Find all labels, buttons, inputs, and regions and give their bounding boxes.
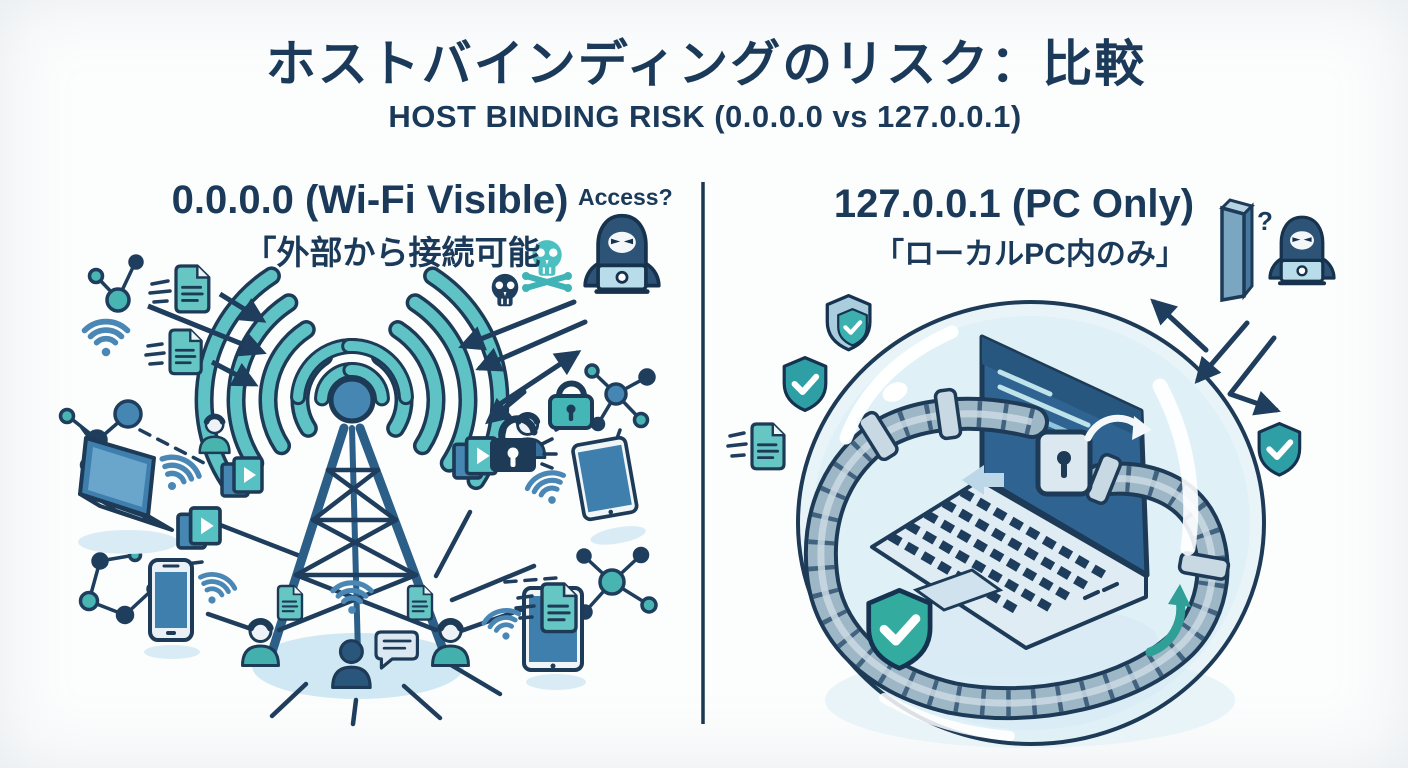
left-illustration <box>58 213 661 727</box>
wifi-signal-icon <box>85 322 128 357</box>
media-files-icon <box>452 436 498 480</box>
shield-check-icon <box>825 294 872 352</box>
padlock-locked-icon <box>548 380 594 430</box>
network-nodes-top-left-icon <box>87 254 144 313</box>
skull-icon <box>490 272 520 308</box>
wifi-signal-icon <box>482 607 524 645</box>
right-panel-heading: 127.0.0.1 (PC Only) <box>833 182 1195 226</box>
tablet-right-icon <box>570 434 646 545</box>
network-nodes-bottom-right-icon <box>576 546 658 620</box>
shield-check-icon <box>1259 424 1300 475</box>
wifi-signal-icon <box>194 570 237 609</box>
hacker-blocked-icon <box>1268 215 1336 287</box>
right-panel-subheading: 「ローカルPC内のみ」 <box>874 238 1186 271</box>
bubble-highlights <box>839 325 1199 741</box>
incoming-file-2-icon <box>144 328 259 387</box>
deflected-arrows <box>1150 298 1281 416</box>
smartphone-icon <box>144 558 200 659</box>
outgoing-file-icon <box>514 582 578 634</box>
right-illustration <box>726 198 1336 748</box>
local-document-icon <box>726 422 786 471</box>
left-panel-subheading: 「外部から接続可能 <box>243 234 541 271</box>
page-title: ホストバインディングのリスク：比較 <box>265 36 1147 92</box>
hacker-icon <box>583 213 661 296</box>
blocked-question-label: ? <box>1257 206 1273 236</box>
left-panel-heading: 0.0.0.0 (Wi-Fi Visible) <box>171 178 569 222</box>
wifi-signal-icon <box>333 583 371 614</box>
loopback-cable-icon <box>803 387 1231 721</box>
incoming-file-icon <box>147 264 267 357</box>
wifi-signal-icon <box>525 468 572 510</box>
laptop-icon <box>78 436 178 554</box>
return-arrow-icon <box>1145 584 1191 657</box>
skull-crossbones-icon <box>522 239 572 292</box>
loopback-arrow-right <box>1084 414 1152 442</box>
cable-padlock-icon <box>1035 429 1093 497</box>
page-subtitle: HOST BINDING RISK (0.0.0.0 vs 127.0.0.1) <box>388 99 1022 134</box>
loopback-arrow-left <box>962 465 1004 495</box>
document-icon <box>406 584 434 621</box>
network-nodes-right-icon <box>584 363 656 432</box>
media-files-icon <box>220 456 264 498</box>
shield-check-icon <box>869 590 930 668</box>
tablet-icon <box>522 586 586 690</box>
access-label: Access? <box>578 184 673 210</box>
document-icon <box>276 584 304 621</box>
media-files-icon <box>176 506 222 550</box>
padlock-broken-icon <box>490 415 558 472</box>
shield-check-icon <box>784 358 826 411</box>
barrier-pillar-icon <box>1219 198 1255 303</box>
access-arrows <box>458 299 588 425</box>
network-nodes-bottom-left-icon <box>78 547 160 625</box>
